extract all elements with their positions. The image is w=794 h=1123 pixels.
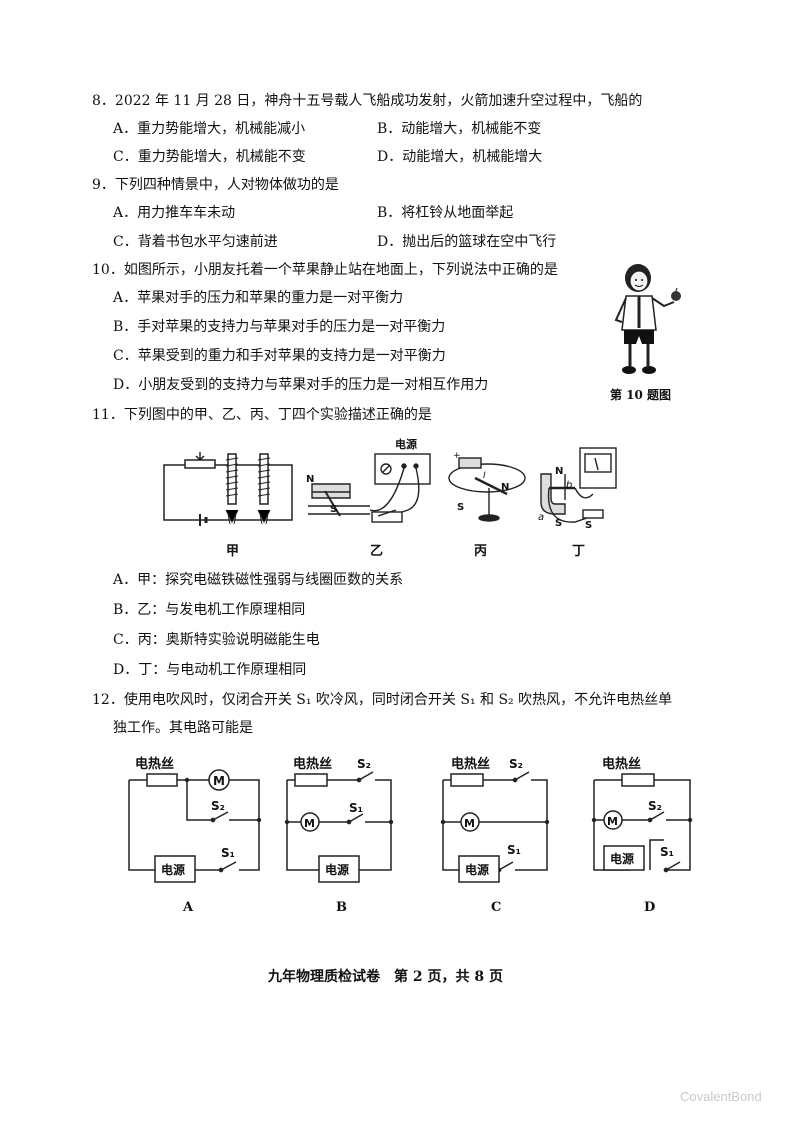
q9-option-b: B．将杠铃从地面举起 bbox=[377, 205, 514, 221]
circuit-d-s1-label: S₁ bbox=[660, 845, 674, 859]
q10-stem: 10．如图所示，小朋友托着一个苹果静止站在地面上，下列说法中正确的是 bbox=[92, 262, 558, 278]
figure-ding-generator-experiment: N b a S S bbox=[538, 447, 617, 531]
svg-text:b: b bbox=[566, 480, 572, 491]
circuit-c-s2-label: S₂ bbox=[509, 757, 523, 771]
circuit-label-d: D bbox=[644, 900, 656, 915]
circuit-b-power-label: 电源 bbox=[325, 862, 349, 877]
circuit-c-heater-label: 电热丝 bbox=[451, 756, 490, 772]
circuit-a-s1-label: S₁ bbox=[221, 846, 235, 860]
circuit-b-motor-label: M bbox=[304, 817, 315, 830]
circuit-c-motor-label: M bbox=[464, 817, 475, 830]
q11-option-b: B．乙：与发电机工作原理相同 bbox=[113, 602, 306, 618]
circuit-c-s1-label: S₁ bbox=[507, 843, 521, 857]
circuit-d-motor-label: M bbox=[607, 815, 618, 828]
q10-figure-caption: 第 10 题图 bbox=[610, 388, 672, 402]
circuit-b-s1-label: S₁ bbox=[349, 801, 363, 815]
figure-jia-electromagnet bbox=[163, 452, 293, 526]
q10-option-a: A．苹果对手的压力和苹果的重力是一对平衡力 bbox=[113, 290, 404, 306]
svg-text:N: N bbox=[306, 474, 314, 485]
q8-option-b: B．动能增大，机械能不变 bbox=[377, 121, 542, 137]
q12-stem-line1: 12．使用电吹风时，仅闭合开关 S₁ 吹冷风，同时闭合开关 S₁ 和 S₂ 吹热… bbox=[92, 692, 673, 708]
svg-text:S: S bbox=[330, 504, 337, 515]
figure-yi-motor-experiment: 电源 N S bbox=[306, 437, 431, 523]
circuit-b-s2-label: S₂ bbox=[357, 757, 371, 771]
figure-bing-oersted-experiment: + I N S bbox=[448, 451, 526, 522]
q8-option-c: C．重力势能增大，机械能不变 bbox=[113, 149, 306, 165]
child-with-apple-figure bbox=[614, 264, 681, 374]
q8-option-d: D．动能增大，机械能增大 bbox=[377, 149, 543, 165]
page-footer: 九年物理质检试卷 第 2 页，共 8 页 bbox=[268, 969, 503, 985]
circuit-d-s2-label: S₂ bbox=[648, 799, 662, 813]
q12-stem-line2: 独工作。其电路可能是 bbox=[113, 720, 253, 736]
circuit-b: 电热丝 S₂ M S₁ 电源 bbox=[284, 756, 394, 883]
figure-label-ding: 丁 bbox=[572, 544, 586, 559]
q10-option-b: B．手对苹果的支持力与苹果对手的压力是一对平衡力 bbox=[113, 319, 446, 335]
circuit-a-heater-label: 电热丝 bbox=[135, 756, 174, 772]
q8-option-a: A．重力势能增大，机械能减小 bbox=[113, 121, 306, 137]
q8-stem: 8．2022 年 11 月 28 日，神舟十五号载人飞船成功发射，火箭加速升空过… bbox=[92, 93, 643, 109]
circuit-c-power-label: 电源 bbox=[465, 862, 489, 877]
circuit-label-a: A bbox=[183, 900, 194, 915]
q11-option-c: C．丙：奥斯特实验说明磁能生电 bbox=[113, 632, 320, 648]
svg-text:a: a bbox=[538, 512, 544, 523]
q11-option-a: A．甲：探究电磁铁磁性强弱与线圈匝数的关系 bbox=[113, 572, 404, 588]
figure-label-jia: 甲 bbox=[226, 544, 240, 559]
svg-text:N: N bbox=[501, 482, 509, 493]
svg-text:S: S bbox=[555, 518, 562, 529]
q9-stem: 9．下列四种情景中，人对物体做功的是 bbox=[92, 177, 339, 193]
svg-text:+: + bbox=[453, 451, 461, 461]
circuit-c: 电热丝 S₂ M S₁ 电源 bbox=[440, 756, 550, 883]
svg-text:S: S bbox=[457, 502, 464, 513]
q9-option-d: D．抛出后的篮球在空中飞行 bbox=[377, 234, 557, 250]
svg-text:N: N bbox=[555, 466, 563, 477]
q11-option-d: D．丁：与电动机工作原理相同 bbox=[113, 662, 307, 678]
circuit-b-heater-label: 电热丝 bbox=[293, 756, 332, 772]
circuit-a-power-label: 电源 bbox=[161, 862, 185, 877]
figure-label-bing: 丙 bbox=[474, 544, 488, 559]
circuit-label-b: B bbox=[336, 900, 347, 915]
circuit-d-power-label: 电源 bbox=[610, 851, 634, 866]
watermark: CovalentBond bbox=[680, 1089, 762, 1104]
circuit-a: 电热丝 M S₂ S₁ 电源 bbox=[128, 756, 262, 883]
figure-yi-power-label: 电源 bbox=[395, 437, 417, 451]
q9-option-a: A．用力推车车未动 bbox=[113, 205, 236, 221]
figure-label-yi: 乙 bbox=[370, 544, 384, 559]
circuit-d: 电热丝 M S₂ S₁ 电源 bbox=[591, 756, 693, 873]
circuit-a-s2-label: S₂ bbox=[211, 799, 225, 813]
svg-text:S: S bbox=[585, 520, 592, 531]
circuit-label-c: C bbox=[491, 900, 502, 915]
q9-option-c: C．背着书包水平匀速前进 bbox=[113, 234, 278, 250]
circuit-d-heater-label: 电热丝 bbox=[602, 756, 641, 772]
q11-stem: 11．下列图中的甲、乙、丙、丁四个实验描述正确的是 bbox=[92, 407, 432, 423]
q10-option-d: D．小朋友受到的支持力与苹果对手的压力是一对相互作用力 bbox=[113, 377, 489, 393]
circuit-a-motor-label: M bbox=[213, 774, 225, 788]
q10-option-c: C．苹果受到的重力和手对苹果的支持力是一对平衡力 bbox=[113, 348, 446, 364]
svg-text:I: I bbox=[483, 471, 486, 481]
